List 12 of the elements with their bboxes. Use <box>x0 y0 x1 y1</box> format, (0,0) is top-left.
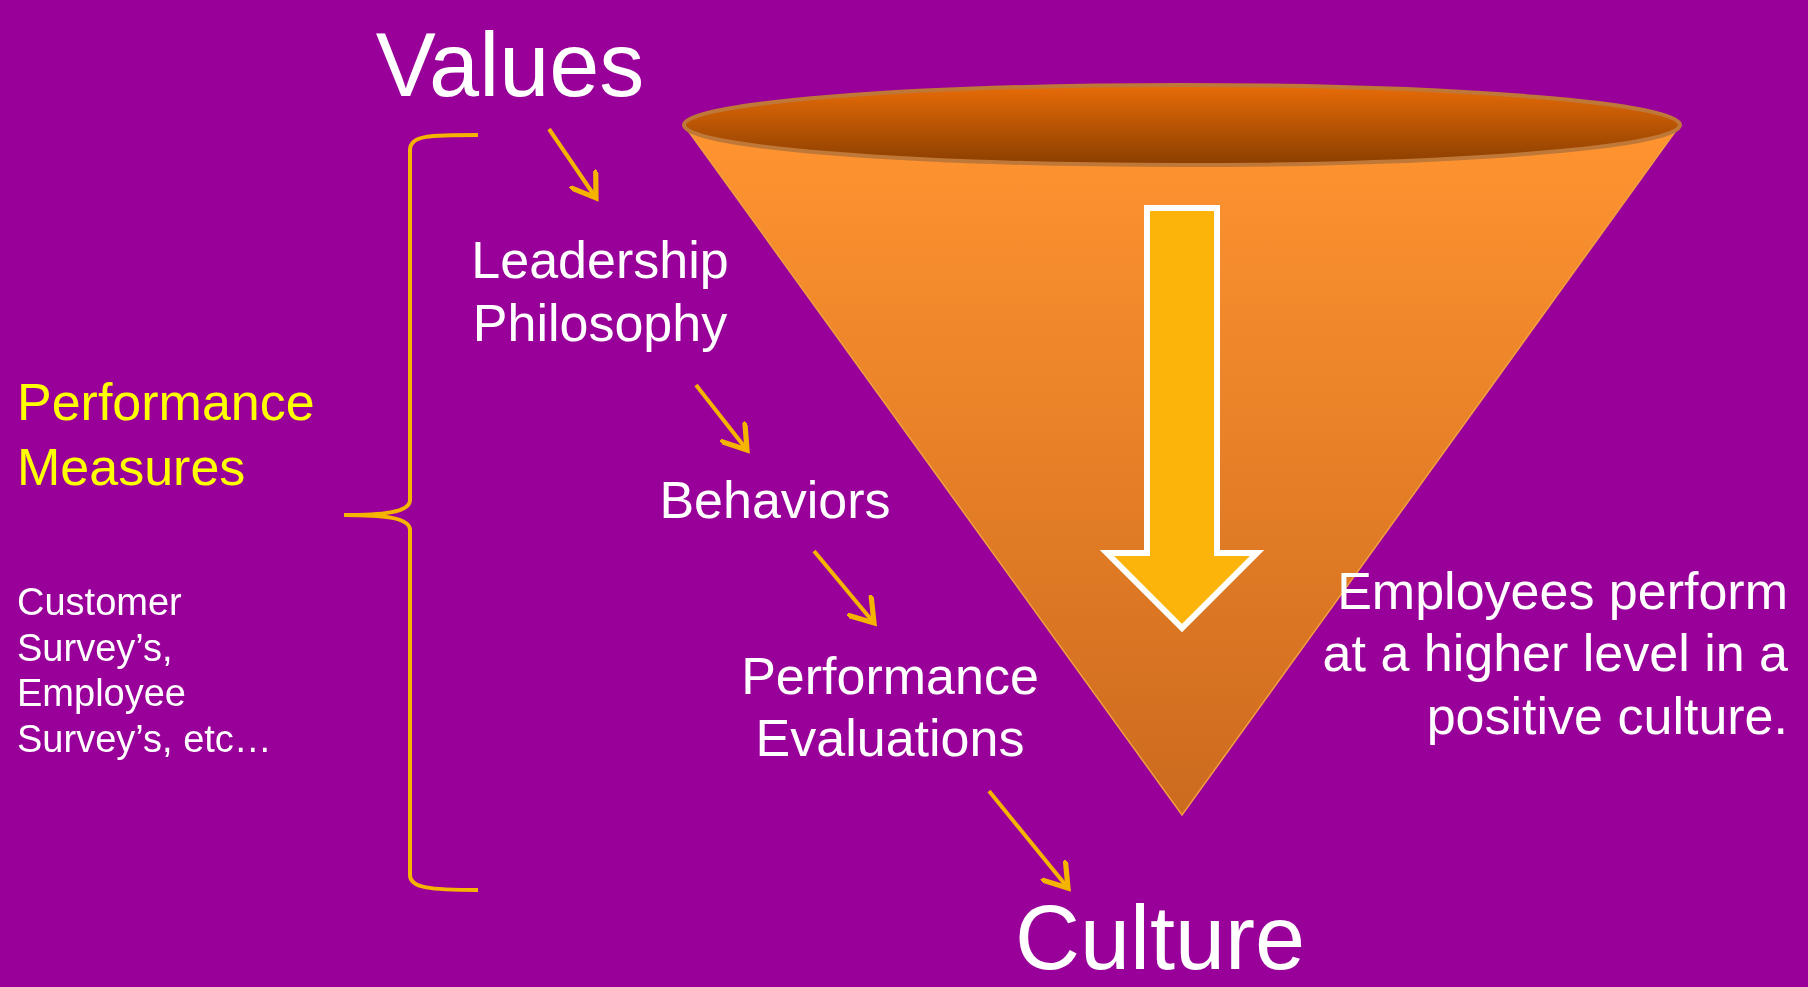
arrow <box>987 789 1071 891</box>
node-label: Behaviors <box>659 470 891 532</box>
arrow <box>547 127 599 201</box>
node-label: Culture <box>1014 892 1306 983</box>
node-label: Performance Evaluations <box>740 645 1040 769</box>
arrow <box>812 549 877 626</box>
note-text: Customer Survey’s, Employee Survey’s, etc… <box>17 580 273 762</box>
arrow <box>694 383 750 453</box>
node-label: Values <box>375 19 645 110</box>
heading-text: Performance Measures <box>17 372 316 498</box>
statement-text: Employees perform at a higher level in a positive culture. <box>1321 561 1788 747</box>
node-label: Leadership Philosophy <box>470 230 730 354</box>
